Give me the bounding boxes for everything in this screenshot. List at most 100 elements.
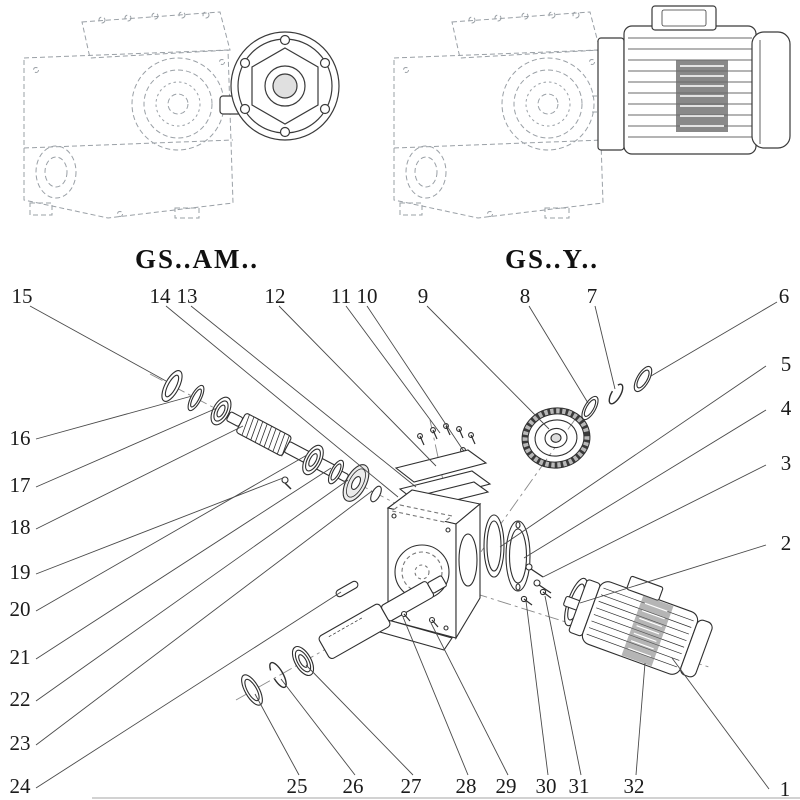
- callout-22: 22: [10, 687, 31, 711]
- gearbox-outline-dashed: [23, 11, 245, 219]
- callout-25: 25: [287, 774, 308, 798]
- part-gear-9: [521, 407, 591, 469]
- part-oil-seal-15: [161, 370, 183, 402]
- leader-23: [35, 490, 373, 746]
- callout-16: 16: [10, 426, 31, 450]
- callout-28: 28: [456, 774, 477, 798]
- leader-28: [402, 616, 469, 776]
- leader-lines: [29, 301, 778, 790]
- leader-15: [29, 305, 167, 382]
- callout-4: 4: [781, 396, 792, 420]
- callout-30: 30: [536, 774, 557, 798]
- callout-17: 17: [10, 473, 31, 497]
- part-output-shaft: [318, 575, 447, 660]
- leader-19: [35, 477, 284, 575]
- part-circlip-26: [269, 661, 287, 689]
- model-label-am: GS..AM..: [135, 244, 259, 274]
- callout-29: 29: [496, 774, 517, 798]
- callout-31: 31: [569, 774, 590, 798]
- leader-9: [426, 305, 550, 430]
- part-spacer-ring-8: [581, 395, 599, 421]
- part-cover-screws-11: [417, 423, 476, 446]
- leader-8: [528, 305, 589, 404]
- callout-numbers: 15 14 13 12 11 10 9 8 7 6 16 17 18 19 20…: [10, 284, 792, 800]
- leader-26: [280, 678, 356, 776]
- leader-22: [35, 479, 349, 702]
- leader-24: [35, 591, 342, 789]
- callout-7: 7: [587, 284, 598, 308]
- callout-2: 2: [781, 531, 792, 555]
- leader-29: [430, 622, 509, 776]
- part-retaining-ring-16: [187, 384, 205, 412]
- leader-31: [544, 595, 582, 776]
- leader-20: [35, 454, 308, 612]
- part-motor: [563, 575, 713, 678]
- callout-32: 32: [624, 774, 645, 798]
- part-oil-seal-25: [241, 674, 263, 706]
- callout-8: 8: [520, 284, 531, 308]
- input-flange-drawing: [219, 31, 340, 141]
- gearbox-am-drawing: [23, 11, 340, 219]
- callout-27: 27: [401, 774, 422, 798]
- callout-9: 9: [418, 284, 429, 308]
- part-bolt-31: [539, 588, 552, 599]
- leader-13: [190, 305, 417, 488]
- gearbox-y-drawing: [393, 5, 791, 219]
- part-pin-29: [428, 616, 439, 628]
- part-screw-19: [281, 476, 292, 490]
- leader-2: [579, 544, 767, 604]
- leader-6: [650, 301, 778, 377]
- leader-21: [35, 467, 332, 660]
- leader-12: [278, 305, 437, 467]
- callout-10: 10: [357, 284, 378, 308]
- exploded-view: [149, 365, 713, 706]
- part-flange-ring-4: [505, 520, 531, 592]
- gearbox-outline-dashed: [393, 11, 615, 219]
- part-key-24: [335, 580, 359, 598]
- part-bolt-30: [520, 595, 533, 606]
- callout-11: 11: [331, 284, 351, 308]
- callout-19: 19: [10, 560, 31, 584]
- callout-15: 15: [12, 284, 33, 308]
- part-washer-21: [327, 459, 345, 485]
- leader-14: [165, 305, 399, 498]
- callout-1: 1: [780, 777, 791, 800]
- part-housing: [379, 489, 482, 651]
- leader-10: [366, 305, 464, 451]
- part-bearing-27: [291, 645, 315, 677]
- callout-26: 26: [343, 774, 364, 798]
- leader-16: [35, 395, 193, 440]
- part-small-ring-23: [370, 485, 382, 503]
- part-seal-ring-6: [633, 365, 653, 393]
- callout-5: 5: [781, 352, 792, 376]
- motor-drawing: [597, 5, 791, 155]
- leader-11: [345, 305, 441, 434]
- leader-3: [542, 464, 767, 578]
- part-bearing-17: [210, 396, 232, 426]
- callout-21: 21: [10, 645, 31, 669]
- part-top-cover-12: [394, 449, 488, 483]
- part-side-cover-5: [483, 514, 505, 578]
- callout-23: 23: [10, 731, 31, 755]
- part-circlip-7: [608, 383, 624, 405]
- callout-13: 13: [177, 284, 198, 308]
- leader-7: [594, 305, 616, 390]
- callout-12: 12: [265, 284, 286, 308]
- callout-6: 6: [779, 284, 790, 308]
- leader-27: [305, 664, 414, 776]
- leader-17: [35, 407, 218, 488]
- model-label-y: GS..Y..: [505, 244, 599, 274]
- part-pin-28: [400, 610, 411, 622]
- part-bearing-20: [302, 444, 324, 476]
- leader-25: [254, 693, 300, 776]
- leader-5: [499, 365, 767, 548]
- part-flange-bolts-3: [525, 563, 552, 594]
- callout-14: 14: [150, 284, 172, 308]
- callout-18: 18: [10, 515, 31, 539]
- leader-18: [35, 425, 244, 530]
- callout-20: 20: [10, 597, 31, 621]
- part-worm-wheel-disc-22: [342, 464, 370, 502]
- leader-32: [635, 662, 646, 776]
